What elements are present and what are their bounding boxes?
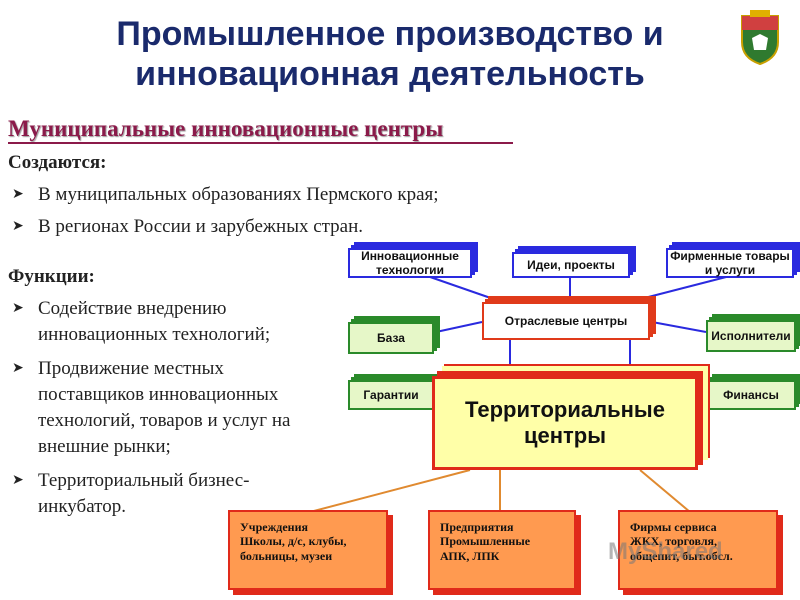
node-ideas-projects: Идеи, проекты [512,252,630,278]
node-brand-goods: Фирменные товары и услуги [666,248,794,278]
node-guarantees: Гарантии [348,380,434,410]
function-item-text: Продвижение местных поставщиков инноваци… [38,358,291,457]
coat-of-arms-icon [741,10,779,66]
section-subtitle: Муниципальные инновационные центры [8,116,444,141]
node-base: База [348,322,434,354]
node-finance: Финансы [706,380,796,410]
function-item-text: Территориальный бизнес- инкубатор. [38,470,250,517]
arrow-bullet-icon: ➤ [12,219,24,234]
node-innovation-tech: Инновационные технологии [348,248,472,278]
node-enterprises: Предприятия Промышленные АПК, ЛПК [428,510,576,590]
page-title: Промышленное производство и инновационна… [116,15,664,93]
functions-heading: Функции: [8,266,95,287]
watermark: MyShared [608,538,723,565]
node-executors: Исполнители [706,320,796,352]
function-item-text: Содействие внедрению инновационных техно… [38,298,271,345]
arrow-bullet-icon: ➤ [12,301,24,316]
arrow-bullet-icon: ➤ [12,187,24,202]
node-territorial-centers: Территориальные центры [432,376,698,470]
created-item-text: В регионах России и зарубежных стран. [38,216,364,237]
node-sector-centers: Отраслевые центры [482,302,650,340]
created-item-text: В муниципальных образованиях Пермского к… [38,184,439,205]
arrow-bullet-icon: ➤ [12,473,24,488]
subtitle-underline [8,142,513,144]
created-heading: Создаются: [8,152,107,173]
node-service-firms: Фирмы сервиса ЖКХ, торговля, общепит, бы… [618,510,778,590]
arrow-bullet-icon: ➤ [12,361,24,376]
node-institutions: Учреждения Школы, д/с, клубы, больницы, … [228,510,388,590]
